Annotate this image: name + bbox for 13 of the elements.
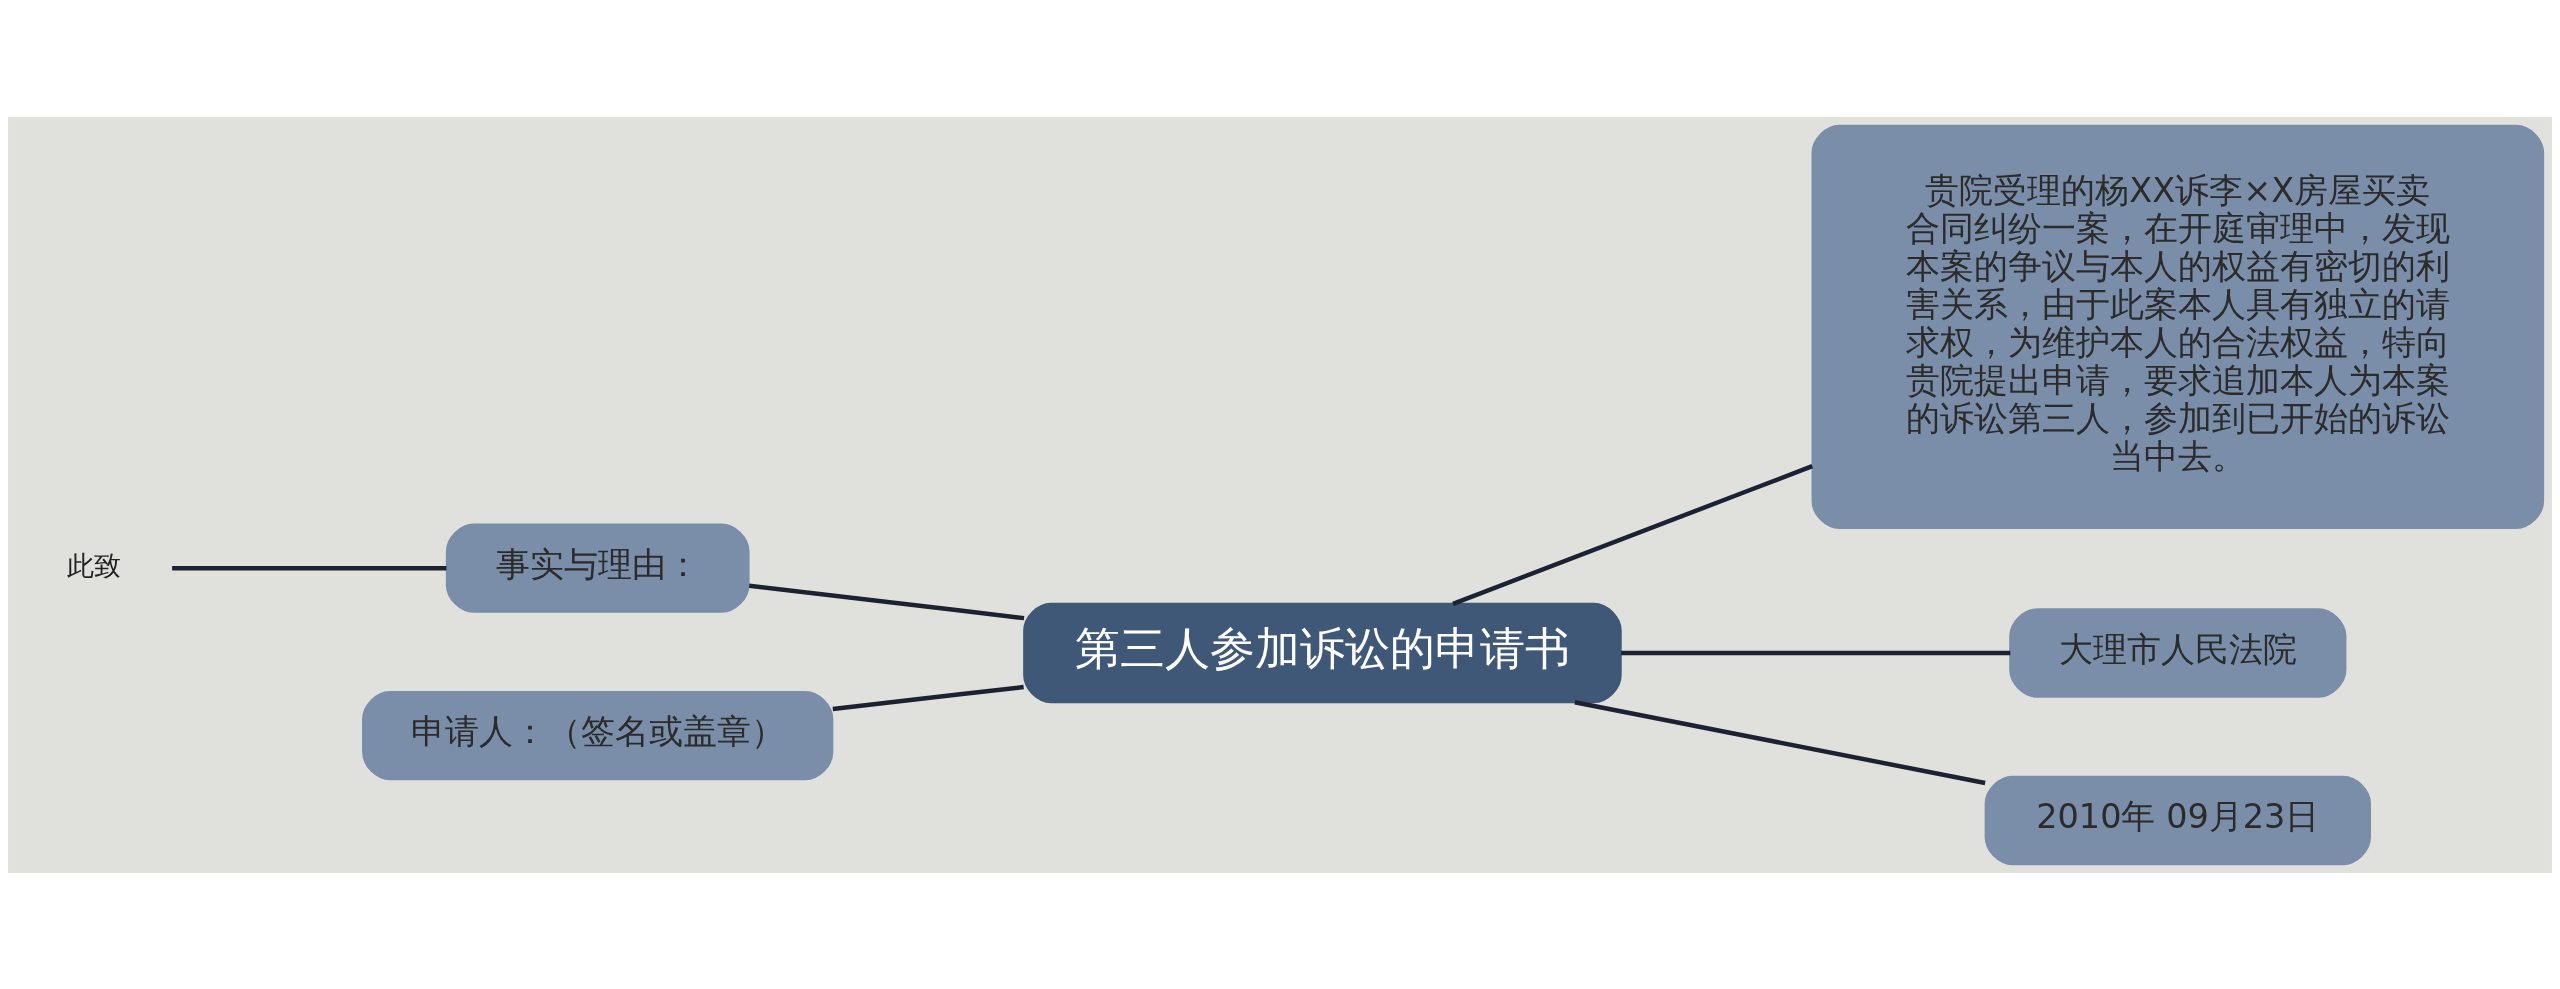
node-text: 此致 (67, 549, 122, 581)
connector (1621, 650, 2011, 655)
node-box: 第三人参加诉讼的申请书 (1023, 602, 1622, 703)
connector (748, 583, 1025, 620)
connector (1452, 463, 1814, 606)
connector (1574, 699, 1986, 785)
node-box: 贵院受理的杨XX诉李×X房屋买卖合同纠纷一案，在开庭审理中，发现本案的争议与本人的权益有密切的利害关系，由于此案本人具有独立的请求权，为维护本人的合法权益，特向贵院提出申请，要求追加本人为本案的诉讼第三人，参加到已开始的诉讼当中去。 (1811, 124, 2545, 529)
node-box: 申请人：（签名或盖章） (362, 690, 834, 780)
connector (832, 684, 1024, 711)
connector (172, 565, 447, 570)
node-box: 大理市人民法院 (2009, 607, 2347, 698)
node-box: 2010年 09月23日 (1984, 775, 2371, 865)
node-box: 事实与理由： (445, 522, 750, 613)
